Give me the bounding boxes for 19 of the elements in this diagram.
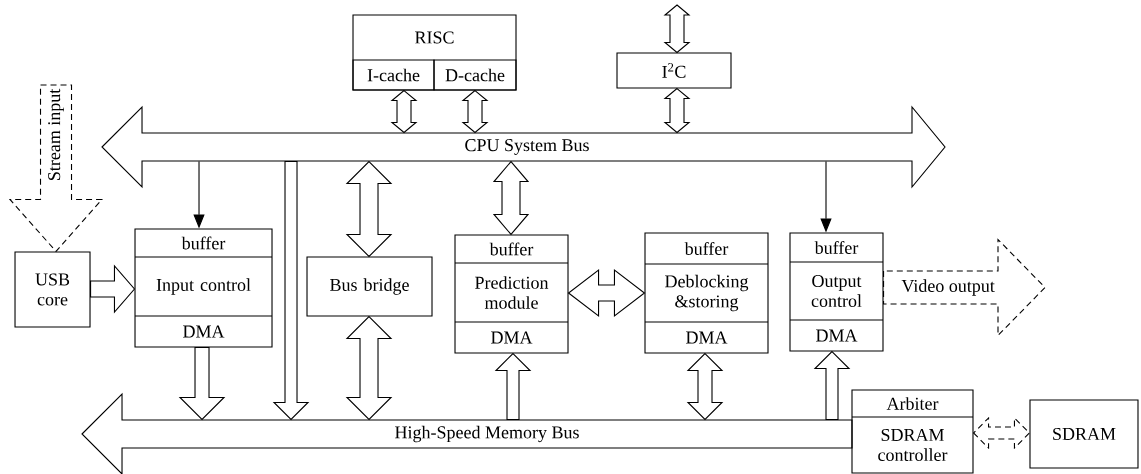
cache-cell: D-cache — [433, 59, 517, 91]
block-arrow — [8, 84, 104, 253]
interface-box: I$^{2}$C — [616, 52, 732, 89]
block-arrow — [883, 238, 1046, 337]
block-arrow — [272, 161, 310, 421]
edge-label: Stream input — [48, 88, 64, 180]
edge-label: Video output — [901, 279, 995, 296]
block-arrow — [90, 264, 136, 314]
block-arrow — [663, 4, 691, 54]
memory-box: SDRAM — [1029, 399, 1139, 469]
cache-cell: I-cache — [352, 59, 435, 91]
bridge-box: Bus bridge — [306, 256, 433, 317]
module-box: buffer Deblocking &storing DMA — [644, 232, 769, 354]
module-box: buffer Output control DMA — [789, 232, 884, 352]
module-box: buffer Input control DMA — [134, 228, 273, 348]
block-arrow — [178, 347, 226, 421]
controller-box: Arbiter SDRAM controller — [851, 389, 974, 474]
core-box: USB core — [14, 251, 91, 328]
module-box: buffer Prediction module DMA — [454, 234, 569, 354]
